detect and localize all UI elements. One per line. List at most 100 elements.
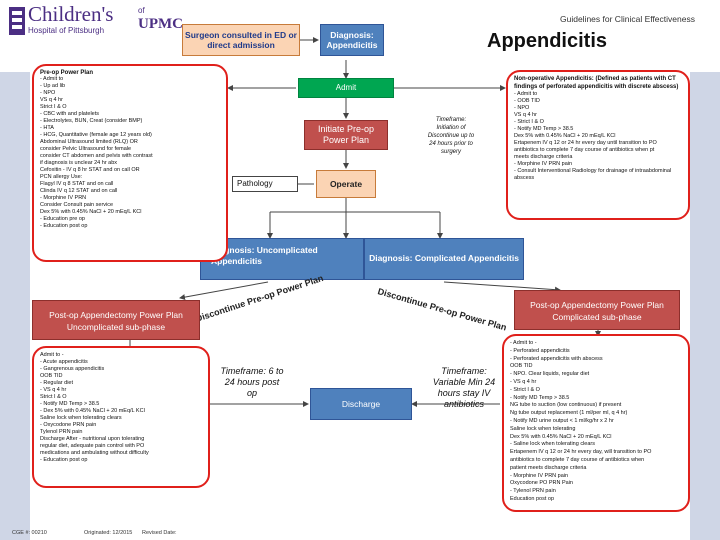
nonop-plan-list: - Admit to - OOB TID - NPO VS q 4 hr - S… xyxy=(514,91,682,182)
list-item: Ng tube output replacement (1 ml/per ml,… xyxy=(510,410,628,417)
list-item: medications and ambulating without diffi… xyxy=(40,450,149,456)
footer-revised: Revised Date: xyxy=(142,530,177,536)
logo-hospital: Hospital of Pittsburgh xyxy=(28,26,105,35)
list-item: - Notify MD Temp > 38.5 xyxy=(510,394,570,401)
postop-uncomplicated-box: Post-op Appendectomy Power Plan Uncompli… xyxy=(32,300,200,340)
list-item: - Perforated appendicitis with abscess xyxy=(510,355,603,362)
list-item: Education post op xyxy=(510,495,555,502)
list-item: - Acute appendicitis xyxy=(40,359,88,365)
list-item: - Education post op xyxy=(40,457,88,463)
nonop-plan-title: Non-operative Appendicitis: (Defined as … xyxy=(514,76,679,90)
list-item: - NPO xyxy=(514,105,530,111)
list-item: - Strict I & O xyxy=(514,119,544,125)
list-item: Abdominal Ultrasound limited (RLQ) OR xyxy=(40,139,138,145)
list-item: Flagyl IV q 8 STAT and on call xyxy=(40,181,114,187)
postop-complicated-box: Post-op Appendectomy Power Plan Complica… xyxy=(514,290,680,330)
nonop-plan-panel: Non-operative Appendicitis: (Defined as … xyxy=(506,70,690,220)
operate-box: Operate xyxy=(316,170,376,198)
list-item: Discharge After - nutritional upon toler… xyxy=(40,436,145,442)
list-item: Ertapenem IV q 12 or 24 hr every day, wi… xyxy=(510,449,652,456)
list-item: regular diet, adequate pain control with… xyxy=(40,443,145,449)
list-item: PCN allergy Use: xyxy=(40,174,83,180)
list-item: Strict I & O xyxy=(40,104,67,110)
list-item: - Perforated appendicitis xyxy=(510,347,570,354)
uncomplicated-timeframe: Timeframe: 6 to 24 hours post op xyxy=(220,366,284,398)
list-item: - Tylenol PRN pain xyxy=(510,488,556,495)
list-item: - Gangrenous appendicitis xyxy=(40,366,105,372)
complicated-timeframe: Timeframe: Variable Min 24 hours stay IV… xyxy=(432,366,496,409)
list-item: - Saline lock when tolerating clears xyxy=(510,441,595,448)
list-item: Clinda IV q 12 STAT and on call xyxy=(40,188,118,194)
list-item: - Morphine IV PRN xyxy=(40,195,87,201)
footer-code: CGE #: 00210 xyxy=(12,530,47,536)
list-item: - Notify MD Temp > 38.5 xyxy=(40,401,100,407)
complicated-orders-panel: - Admit to - - Perforated appendicitis -… xyxy=(502,334,690,512)
list-item: if diagnosis is unclear 24 hr abx xyxy=(40,160,118,166)
list-item: - HCG, Quantitative (female age 12 years… xyxy=(40,132,152,138)
list-item: - HTA xyxy=(40,125,54,131)
list-item: - OOB TID xyxy=(514,98,540,104)
list-item: - VS q 4 hr xyxy=(510,378,537,385)
list-item: - Education post op xyxy=(40,223,88,229)
preop-plan-title: Pre-op Power Plan xyxy=(40,70,94,76)
list-item: meets discharge criteria xyxy=(514,154,573,160)
initiate-preop-box: Initiate Pre-op Power Plan xyxy=(304,120,388,150)
list-item: Cefoxitin - IV q 8 hr STAT and on call O… xyxy=(40,167,140,173)
list-item: - Consult Interventional Radiology for d… xyxy=(514,168,672,174)
list-item: - Dex 5% with 0.45% NaCl + 20 mEq/L KCl xyxy=(40,408,145,414)
list-item: - Up ad lib xyxy=(40,83,66,89)
list-item: Strict I & O xyxy=(40,394,67,400)
list-item: - Education pre op xyxy=(40,216,85,222)
list-item: - Electrolytes, BUN, Creat (consider BMP… xyxy=(40,118,143,124)
list-item: abscess xyxy=(514,175,535,181)
list-item: - Morphine IV PRN pain xyxy=(514,161,573,167)
list-item: consider CT abdomen and pelvis with cont… xyxy=(40,153,153,159)
surgeon-consult-box: Surgeon consulted in ED or direct admiss… xyxy=(182,24,300,56)
admit-box: Admit xyxy=(298,78,394,98)
list-item: patient meets discharge criteria xyxy=(510,464,587,471)
list-item: Saline lock when tolerating clears xyxy=(40,415,122,421)
page-title: Appendicitis xyxy=(487,30,608,52)
list-item: OOB TID xyxy=(510,363,533,370)
list-item: Ertapenem IV q 12 or 24 hr every day unt… xyxy=(514,140,657,146)
list-item: NG tube to suction (low continuous) if p… xyxy=(510,402,622,409)
list-item: Dex 5% with 0.45% NaCl + 20 mEq/L KCl xyxy=(510,433,612,440)
footer-originated: Originated: 12/2015 xyxy=(84,530,133,536)
list-item: Admit to - xyxy=(40,352,64,358)
list-item: - Morphine IV PRN pain xyxy=(510,472,569,479)
preop-plan-panel: Pre-op Power Plan - Admit to - Up ad lib… xyxy=(32,64,228,262)
list-item: VS q 4 hr xyxy=(514,112,537,118)
list-item: - Notify MD Temp > 38.5 xyxy=(514,126,574,132)
list-item: - Oxycodone PRN pain xyxy=(40,422,97,428)
preop-timeframe: Timeframe: Initiation of Discontinue up … xyxy=(427,117,475,155)
list-item: - Admit to xyxy=(40,76,64,82)
list-item: - NPO xyxy=(40,90,56,96)
uncomplicated-orders-panel: Admit to - - Acute appendicitis - Gangre… xyxy=(32,346,210,488)
list-item: Consider Consult pain service xyxy=(40,202,114,208)
pathology-box: Pathology xyxy=(232,176,298,192)
logo-upmc: UPMC xyxy=(138,16,183,32)
uncomplicated-orders-list: Admit to - - Acute appendicitis - Gangre… xyxy=(40,352,202,464)
list-item: antibiotics to complete 7 day course of … xyxy=(510,456,645,463)
list-item: - Regular diet xyxy=(40,380,74,386)
logo-of: of xyxy=(138,6,145,15)
guidelines-label: Guidelines for Clinical Effectiveness xyxy=(560,14,695,24)
preop-plan-list: - Admit to - Up ad lib - NPO VS q 4 hr S… xyxy=(40,76,220,230)
list-item: Oxycodone PO PRN Pain xyxy=(510,480,573,487)
list-item: - Admit to - xyxy=(510,340,537,346)
list-item: Dex 5% with 0.45% NaCl + 20 mEq/L KCl xyxy=(40,209,142,215)
list-item: - Strict I & O xyxy=(510,386,540,393)
list-item: - Notify MD urine output < 1 ml/kg/hr x … xyxy=(510,417,614,424)
hospital-logo: Children's Hospital of Pittsburgh of UPM… xyxy=(8,2,188,44)
uncomplicated-diagnosis-box: Diagnosis: Uncomplicated Appendicitis xyxy=(200,238,364,280)
logo-emblem-icon xyxy=(9,7,25,35)
list-item: - NPO. Clear liquids, regular diet xyxy=(510,371,590,378)
list-item: OOB TID xyxy=(40,373,63,379)
list-item: - CBC with and platelets xyxy=(40,111,99,117)
complicated-diagnosis-box: Diagnosis: Complicated Appendicitis xyxy=(364,238,524,280)
diagnosis-box: Diagnosis: Appendicitis xyxy=(320,24,384,56)
discharge-box: Discharge xyxy=(310,388,412,420)
list-item: - Admit to xyxy=(514,91,538,97)
list-item: Tylenol PRN pain xyxy=(40,429,83,435)
